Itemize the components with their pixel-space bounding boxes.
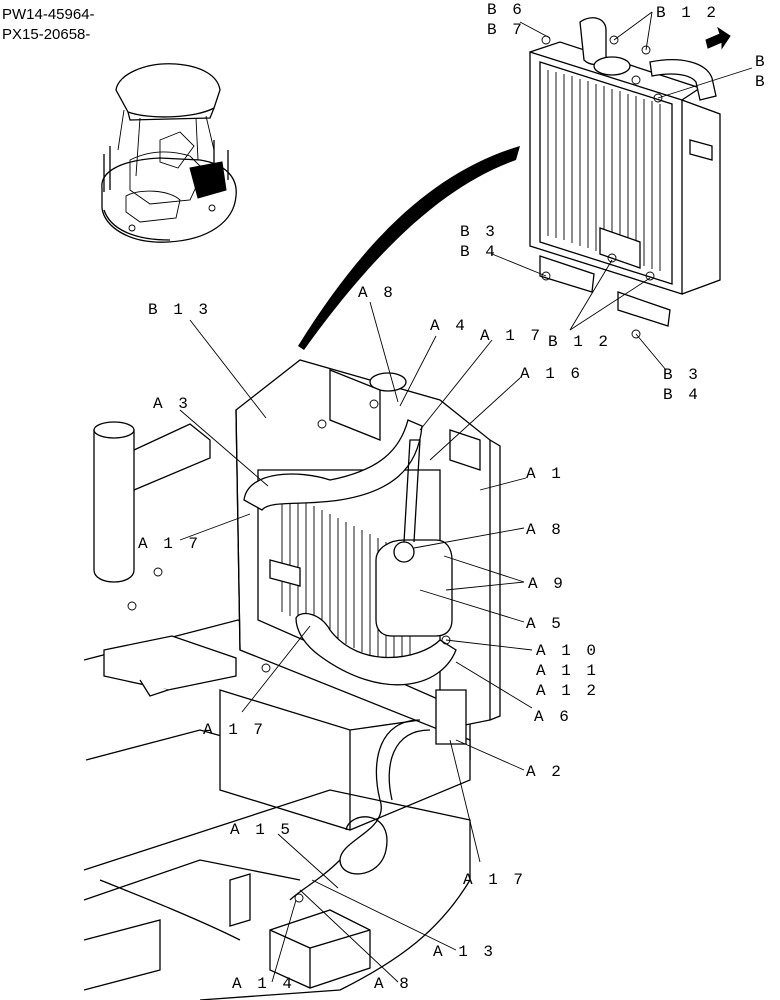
callout-a8-top: A 8 (358, 284, 396, 302)
serial-range-2: PX15-20658- (2, 26, 91, 43)
callout-a5: A 5 (526, 615, 564, 633)
callout-a10: A 1 0 (536, 642, 599, 660)
callout-a4: A 4 (430, 317, 468, 335)
detail-pointer-wedge (298, 146, 520, 350)
callout-a17-bottom: A 1 7 (463, 871, 526, 889)
callout-a1: A 1 (526, 465, 564, 483)
callout-a11: A 1 1 (536, 662, 599, 680)
callout-b4-low: B 4 (663, 386, 701, 404)
radiator-assembly-illustration (83, 359, 501, 1000)
callout-b6-top: B 6 (487, 1, 525, 19)
callout-b3-low: B 3 (663, 366, 701, 384)
callout-labels: B 6 B 7 B 1 2 B 6 B 7 B 3 B 4 B 1 2 B 3 … (138, 1, 780, 993)
callout-b12-top: B 1 2 (656, 4, 719, 22)
leader-lines (179, 11, 753, 983)
callout-a13: A 1 3 (433, 943, 496, 961)
radiator-detail-illustration (529, 17, 731, 339)
callout-a16: A 1 6 (520, 365, 583, 383)
callout-a17-top: A 1 7 (480, 327, 543, 345)
callout-a14: A 1 4 (232, 975, 295, 993)
callout-a17-left: A 1 7 (138, 535, 201, 553)
callout-b7-right: B 7 (755, 73, 780, 91)
callout-b12-mid: B 1 2 (548, 333, 611, 351)
callout-b6-right: B 6 (755, 53, 780, 71)
callout-a17-mid: A 1 7 (203, 721, 266, 739)
machine-overview-illustration (101, 63, 237, 243)
callout-a15: A 1 5 (230, 821, 293, 839)
callout-b13: B 1 3 (148, 301, 211, 319)
callout-a8-mid: A 8 (526, 521, 564, 539)
callout-a8-bottom: A 8 (374, 975, 412, 993)
callout-b3-mid: B 3 (460, 223, 498, 241)
serial-range-1: PW14-45964- (2, 6, 95, 23)
callout-b7-top: B 7 (487, 21, 525, 39)
callout-a6: A 6 (534, 708, 572, 726)
callout-a9: A 9 (528, 575, 566, 593)
callout-a3: A 3 (153, 395, 191, 413)
callout-b4-mid: B 4 (460, 243, 498, 261)
callout-a12: A 1 2 (536, 682, 599, 700)
callout-a2: A 2 (526, 763, 564, 781)
